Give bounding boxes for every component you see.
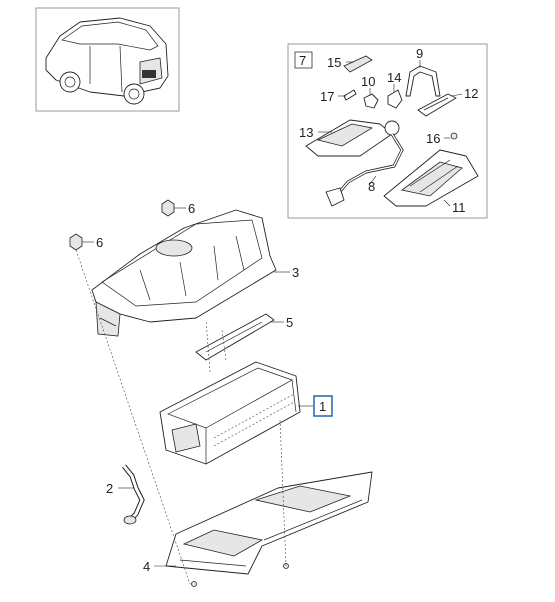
callout-2[interactable]: 2 — [106, 481, 113, 496]
callout-5[interactable]: 5 — [286, 315, 293, 330]
callout-14[interactable]: 14 — [387, 70, 401, 85]
callout-11[interactable]: 11 — [452, 200, 466, 215]
assembly-lines — [75, 249, 287, 585]
part-10-grommet[interactable] — [363, 93, 379, 109]
callout-12[interactable]: 12 — [464, 86, 478, 101]
part-3-upper-cover[interactable] — [91, 209, 277, 337]
part-4-lower-tray[interactable] — [165, 471, 373, 587]
part-2-hose[interactable] — [122, 464, 145, 525]
part-17-bolt[interactable] — [343, 89, 357, 101]
callout-16[interactable]: 16 — [426, 131, 440, 146]
part-15-clip[interactable] — [343, 55, 373, 73]
callout-13[interactable]: 13 — [299, 125, 313, 140]
callout-4[interactable]: 4 — [143, 559, 150, 574]
vehicle-thumbnail — [35, 7, 180, 112]
callouts: 1 2 3 4 5 6 6 7 8 9 10 11 12 13 14 15 16… — [96, 46, 478, 574]
part-5-bracket[interactable] — [195, 313, 275, 361]
part-6-screw-lower[interactable] — [69, 233, 83, 251]
callout-1[interactable]: 1 — [319, 399, 326, 414]
callout-8[interactable]: 8 — [368, 179, 375, 194]
callout-7[interactable]: 7 — [299, 53, 306, 68]
part-8-cable[interactable] — [325, 133, 404, 207]
callout-17[interactable]: 17 — [320, 89, 334, 104]
leader-lines — [82, 60, 463, 567]
callout-10[interactable]: 10 — [361, 74, 375, 89]
callout-3[interactable]: 3 — [292, 265, 299, 280]
part-16-nut[interactable] — [450, 132, 458, 140]
callout-6-upper[interactable]: 6 — [188, 201, 195, 216]
part-9-handle[interactable] — [405, 65, 441, 97]
part-12-bracket[interactable] — [417, 93, 457, 117]
part-14-connector[interactable] — [387, 89, 403, 109]
callout-9[interactable]: 9 — [416, 46, 423, 61]
callout-1-highlight — [313, 395, 333, 417]
callout-6-lower[interactable]: 6 — [96, 235, 103, 250]
part-1-battery[interactable] — [159, 361, 301, 465]
part-11-cover[interactable] — [383, 149, 479, 207]
callout-15[interactable]: 15 — [327, 55, 341, 70]
part-6-screw-upper[interactable] — [161, 199, 175, 217]
